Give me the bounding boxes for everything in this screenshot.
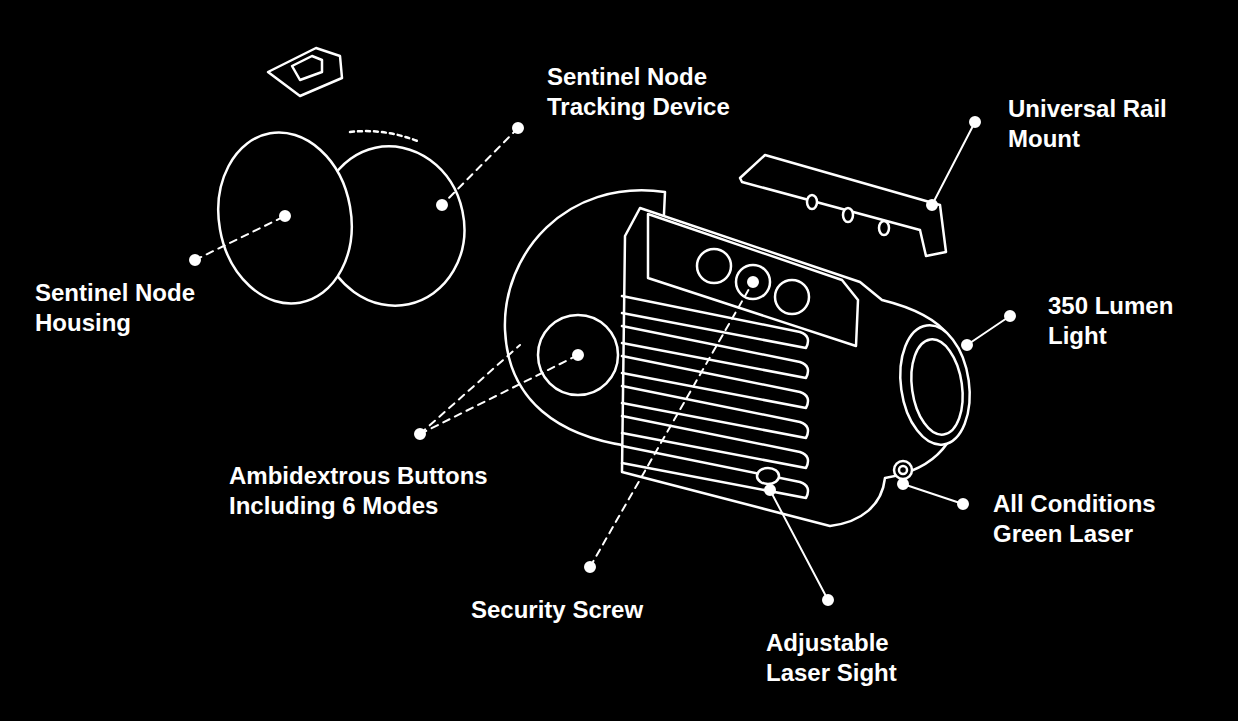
leader-lines: [190, 117, 1015, 605]
leader-line: [903, 484, 963, 504]
leader-dot: [437, 200, 447, 210]
leader-line: [420, 345, 520, 434]
cooling-fin: [622, 296, 808, 348]
screw-hole: [697, 249, 731, 283]
light-bezel: [893, 321, 977, 449]
green-laser-aperture: [899, 466, 907, 474]
cooling-fin: [622, 446, 808, 498]
leader-line: [770, 490, 828, 600]
screw-hole: [736, 265, 770, 299]
leader-dot: [585, 562, 595, 572]
leader-dot: [962, 340, 972, 350]
part-label: Ambidextrous Buttons Including 6 Modes: [229, 461, 544, 521]
leader-line: [442, 128, 518, 205]
leader-dot: [748, 277, 758, 287]
cooling-fin: [622, 416, 808, 468]
leader-line: [195, 216, 285, 260]
laser-sight-adjuster: [757, 468, 779, 484]
rail-mount: [740, 155, 946, 256]
cooling-fin: [622, 386, 808, 438]
leader-dot: [573, 350, 583, 360]
cooling-fin: [622, 326, 808, 378]
leader-dot: [898, 479, 908, 489]
leader-line: [590, 282, 753, 567]
leader-dot: [280, 211, 290, 221]
screw-hole: [775, 280, 809, 314]
face-plate: [648, 214, 858, 346]
leader-dot: [1005, 311, 1015, 321]
cooling-fin: [622, 356, 808, 408]
leader-line: [967, 316, 1010, 345]
mode-button: [538, 315, 618, 395]
part-label: Sentinel Node Tracking Device: [547, 62, 777, 122]
leader-line: [932, 122, 975, 205]
part-label: Sentinel Node Housing: [35, 278, 235, 338]
leader-line: [420, 355, 578, 434]
leader-dot: [513, 123, 523, 133]
rail-hole: [879, 221, 889, 235]
leader-dot: [823, 595, 833, 605]
green-laser: [894, 461, 912, 479]
rail-hole: [807, 195, 817, 209]
light-body: [505, 155, 977, 526]
rail-hole: [843, 208, 853, 222]
light-lens: [906, 336, 969, 438]
node-tab: [268, 48, 342, 96]
hidden-edge: [350, 131, 420, 142]
node-tab-slot: [292, 56, 322, 80]
part-label: Adjustable Laser Sight: [766, 628, 936, 688]
part-label: Universal Rail Mount: [1008, 94, 1208, 154]
part-label: Security Screw: [471, 595, 731, 625]
leader-dot: [970, 117, 980, 127]
leader-dot: [415, 429, 425, 439]
node-housing: [205, 122, 365, 314]
leader-dot: [190, 255, 200, 265]
leader-dot: [927, 200, 937, 210]
leader-dot: [958, 499, 968, 509]
sentinel-node: [205, 48, 479, 319]
part-label: All Conditions Green Laser: [993, 489, 1198, 549]
part-label: 350 Lumen Light: [1048, 291, 1213, 351]
leader-dot: [765, 485, 775, 495]
